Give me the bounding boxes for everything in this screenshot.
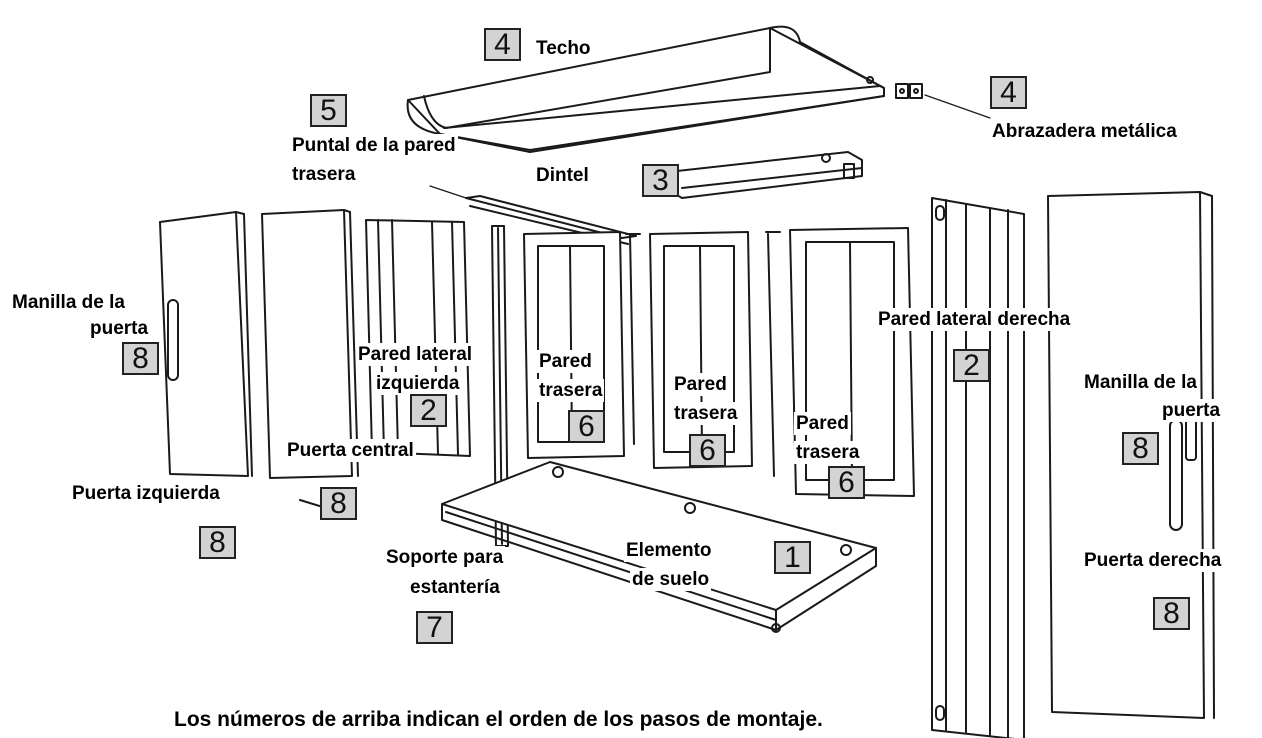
label-manilla-izq-line2: puerta: [88, 317, 151, 340]
label-pared-tras-2-line1: Pared: [672, 373, 729, 396]
central-door-part: [261, 209, 359, 517]
label-pared-izq-line1: Pared lateral: [356, 343, 475, 366]
step-badge-puerta-der: 8: [1153, 597, 1190, 630]
label-pared-izq-line2: izquierda: [374, 372, 462, 395]
step-badge-pared-tras-2: 6: [689, 434, 726, 467]
roof-part: [406, 25, 885, 153]
label-suelo-line1: Elemento: [624, 539, 714, 562]
label-manilla-der-line1: Manilla de la: [1082, 371, 1199, 394]
step-badge-puerta-central: 8: [320, 487, 357, 520]
label-soporte-line1: Soporte para: [384, 546, 506, 569]
step-badge-pared-izq: 2: [410, 394, 447, 427]
label-manilla-izq-line1: Manilla de la: [10, 291, 127, 314]
lintel-part: [667, 151, 863, 199]
right-side-wall-part: [931, 197, 1025, 738]
label-suelo-line2: de suelo: [630, 568, 712, 591]
step-badge-manilla-izq: 8: [122, 342, 159, 375]
label-abrazadera: Abrazadera metálica: [990, 120, 1179, 143]
metal-clamp-part: [895, 83, 991, 119]
label-puerta-central: Puerta central: [285, 439, 416, 462]
label-puerta-izq: Puerta izquierda: [70, 482, 222, 505]
label-pared-tras-1-line1: Pared: [537, 350, 594, 373]
step-badge-puntal: 5: [310, 94, 347, 127]
step-badge-techo: 4: [484, 28, 521, 61]
label-dintel: Dintel: [534, 164, 591, 187]
step-badge-puerta-izq: 8: [199, 526, 236, 559]
step-badge-pared-der: 2: [953, 349, 990, 382]
step-badge-pared-tras-3: 6: [828, 466, 865, 499]
label-pared-tras-3-line1: Pared: [794, 412, 851, 435]
label-manilla-der-line2: puerta: [1160, 399, 1223, 422]
label-pared-tras-2-line2: trasera: [672, 402, 740, 425]
step-badge-suelo: 1: [774, 541, 811, 574]
step-badge-soporte: 7: [416, 611, 453, 644]
step-badge-abrazadera: 4: [990, 76, 1027, 109]
label-pared-tras-3-line2: trasera: [794, 441, 862, 464]
assembly-order-note: Los números de arriba indican el orden d…: [174, 708, 823, 731]
label-soporte-line2: estantería: [408, 576, 502, 599]
step-badge-manilla-der: 8: [1122, 432, 1159, 465]
step-badge-dintel: 3: [642, 164, 679, 197]
label-techo: Techo: [534, 37, 593, 60]
label-puerta-der: Puerta derecha: [1082, 549, 1224, 572]
label-puntal-line1: Puntal de la pared: [290, 134, 458, 157]
step-badge-pared-tras-1: 6: [568, 410, 605, 443]
label-pared-der: Pared lateral derecha: [876, 308, 1073, 331]
label-pared-tras-1-line2: trasera: [537, 379, 605, 402]
label-puntal-line2: trasera: [290, 163, 358, 186]
left-door-part: [159, 211, 253, 477]
